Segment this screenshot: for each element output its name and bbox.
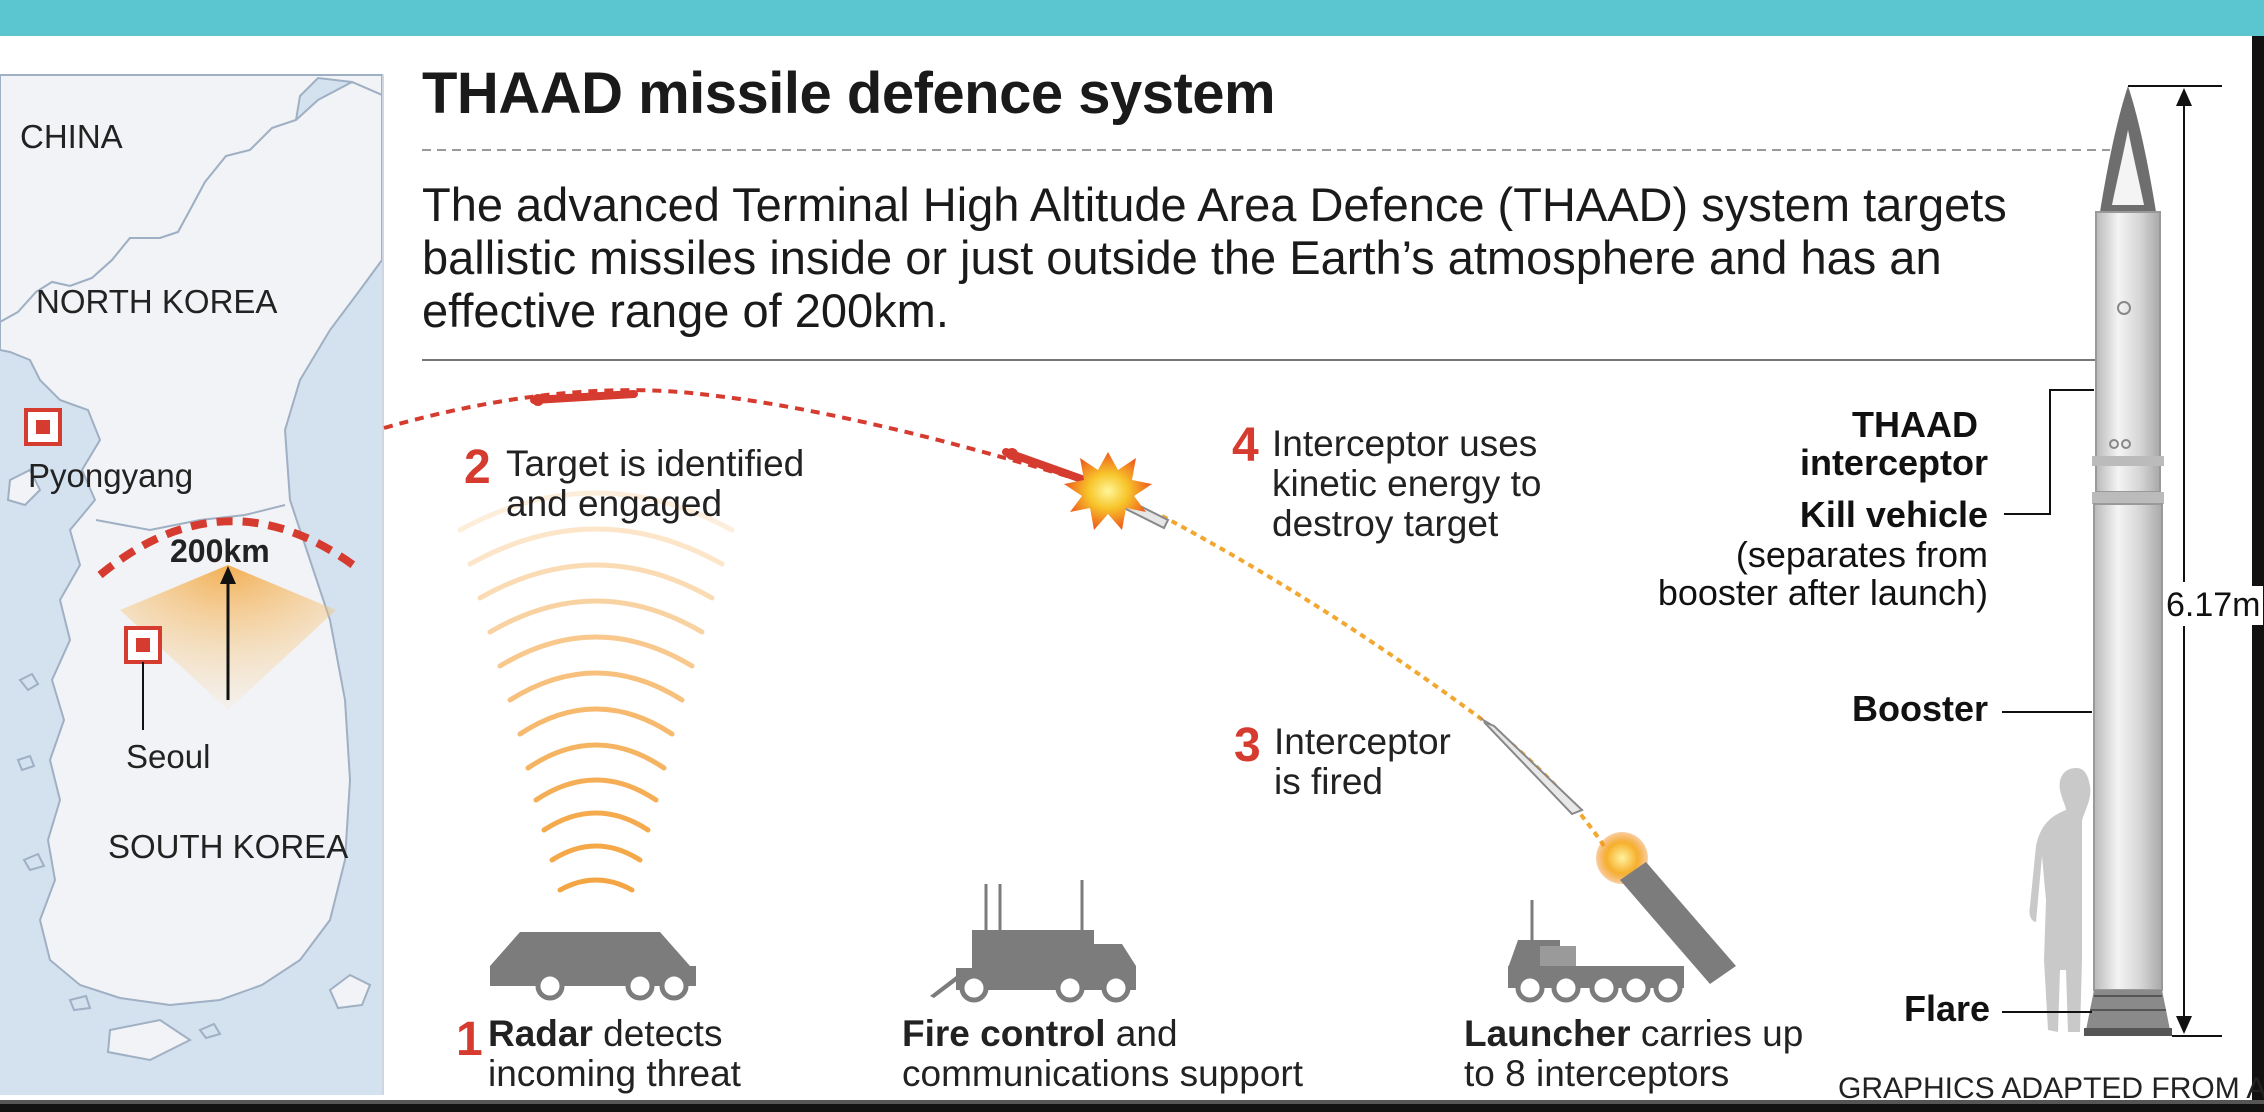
callout-lines <box>2002 389 2094 1013</box>
intro-text: The advanced Terminal High Altitude Area… <box>422 178 2007 337</box>
graphics-credit: GRAPHICS ADAPTED FROM AFP <box>1838 1072 2264 1105</box>
step-1-number: 1 <box>456 1013 483 1066</box>
fire-control-text-a: and <box>1105 1013 1178 1054</box>
interception-blast <box>1064 452 1152 530</box>
korea-map <box>0 74 384 1095</box>
launcher-text-a: carries up <box>1630 1013 1804 1054</box>
fire-control-bold: Fire control <box>902 1013 1106 1054</box>
label-kill-vehicle-note-1: (separates from <box>1735 534 1988 575</box>
label-thaad: THAAD <box>1852 404 1978 445</box>
step-4-line-2: kinetic energy to <box>1272 463 1542 504</box>
step-3-number: 3 <box>1234 719 1261 772</box>
step-2-number: 2 <box>464 441 491 494</box>
map-label-north-korea: NORTH KOREA <box>36 283 278 320</box>
label-interceptor: interceptor <box>1799 442 1988 483</box>
map-korea-land <box>0 80 383 1007</box>
seoul-marker <box>124 626 162 730</box>
booster-body <box>2093 503 2163 991</box>
radar-waves <box>457 490 735 893</box>
map-label-pyongyang: Pyongyang <box>28 457 194 494</box>
human-silhouette <box>2029 768 2091 1032</box>
range-arc <box>97 517 363 579</box>
thaad-missile <box>2084 86 2172 1036</box>
step-2-line-1: Target is identified <box>506 443 805 484</box>
pyongyang-marker <box>24 408 62 446</box>
launcher-bold: Launcher <box>1464 1013 1631 1054</box>
map-label-south-korea: SOUTH KOREA <box>108 828 349 865</box>
radar-vehicle <box>490 932 696 1001</box>
step-1-line-2: incoming threat <box>488 1053 741 1094</box>
step-4-line-1: Interceptor uses <box>1272 423 1538 464</box>
label-kill-vehicle: Kill vehicle <box>1799 494 1988 535</box>
map-label-china: CHINA <box>20 118 123 155</box>
step-2-line-2: and engaged <box>506 483 723 524</box>
fire-control-line-2: communications support <box>902 1053 1304 1094</box>
step-3-line-1: Interceptor <box>1274 721 1451 762</box>
incoming-missile-2 <box>1002 448 1094 486</box>
missile-nose-highlight <box>2112 130 2144 205</box>
map-right-border <box>382 75 384 1095</box>
incoming-missile-1 <box>530 390 638 406</box>
launcher-vehicle <box>1508 862 1736 1003</box>
launcher-line-1: Launcher carries up <box>1464 1014 1803 1054</box>
step-1-bold: Radar <box>488 1013 593 1054</box>
map-coast-islands <box>16 672 222 1040</box>
missile-separation-band <box>2092 492 2164 504</box>
label-flare: Flare <box>1903 988 1990 1029</box>
right-edge <box>2252 36 2264 1112</box>
map-border-line <box>95 504 286 532</box>
page-title: THAAD missile defence system <box>422 61 1276 126</box>
step-4-number: 4 <box>1232 419 1259 472</box>
map-island <box>6 468 42 507</box>
label-kill-vehicle-note-2: booster after launch) <box>1657 572 1988 613</box>
height-dimension <box>2128 85 2222 1037</box>
map-island <box>106 1018 192 1062</box>
label-booster: Booster <box>1851 688 1988 729</box>
step-1-line-1: Radar detects <box>488 1014 722 1054</box>
step-3-line-2: is fired <box>1274 761 1383 802</box>
bottom-edge <box>0 1104 2264 1112</box>
step-1-text-a: detects <box>592 1013 723 1054</box>
interceptor-launching <box>1478 716 1584 816</box>
map-island <box>328 973 372 1010</box>
fire-control-line-1: Fire control and <box>902 1014 1178 1054</box>
range-arrowhead <box>220 566 236 584</box>
missile-separation-band <box>2092 456 2164 466</box>
kill-vehicle-body <box>2095 211 2161 493</box>
incoming-trajectory <box>383 388 1081 482</box>
step-4-line-3: destroy target <box>1272 503 1499 544</box>
fire-control-vehicle <box>930 880 1136 1003</box>
map-label-seoul: Seoul <box>126 738 211 775</box>
left-edge <box>0 1100 2264 1104</box>
label-height: 6.17m <box>2164 586 2263 625</box>
map-label-range: 200km <box>170 533 270 569</box>
top-bar <box>0 0 2264 36</box>
launcher-line-2: to 8 interceptors <box>1464 1053 1730 1094</box>
